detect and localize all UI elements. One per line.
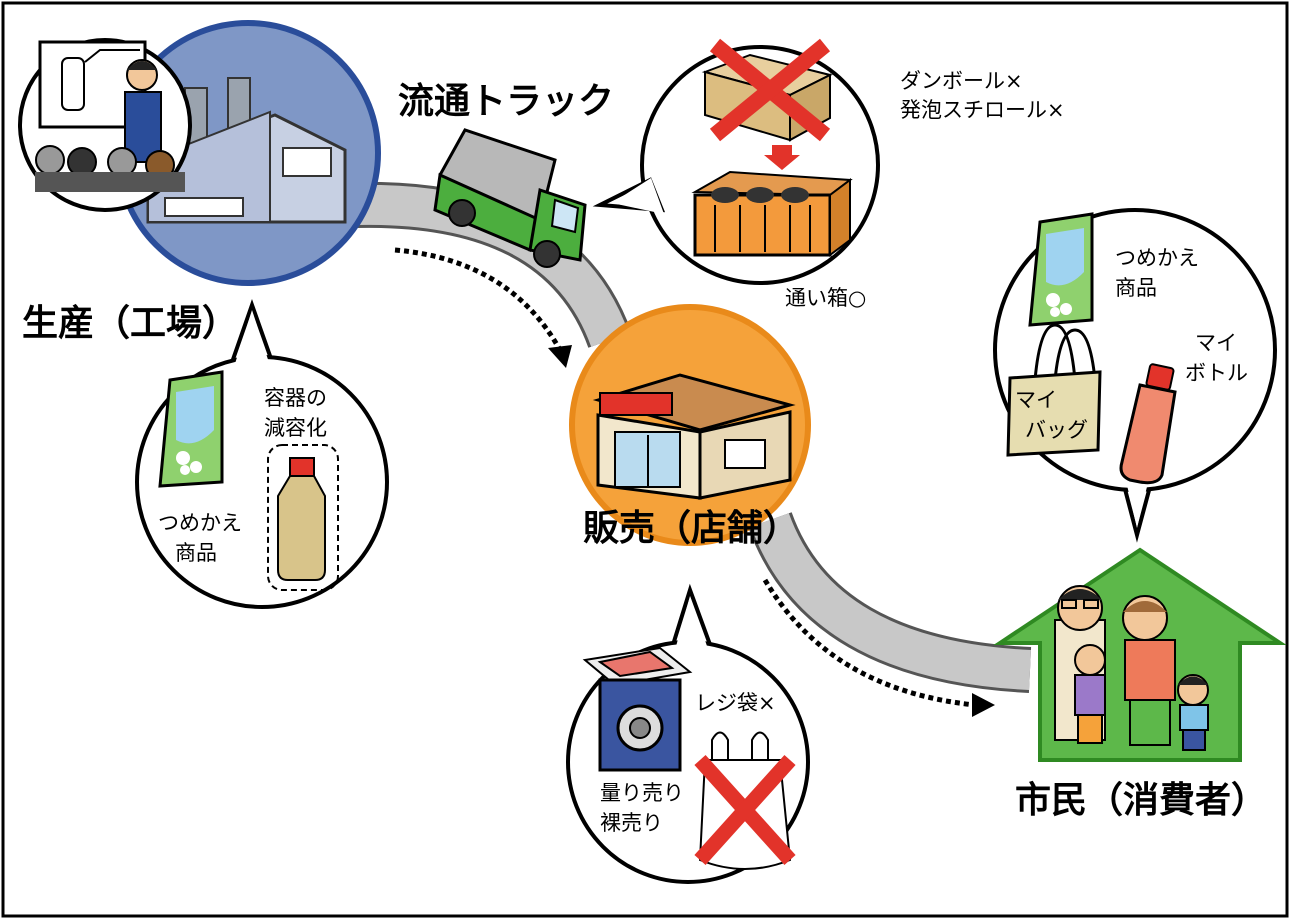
bulk-sale-label: 量り売り 裸売り <box>600 781 691 835</box>
tote-bag-icon <box>1006 323 1102 457</box>
plastic-bag-label: レジ袋× <box>695 691 776 715</box>
presentation-scene <box>18 38 192 212</box>
store-label: 販売（店舗） <box>583 508 799 549</box>
citizen-refill-label: つめかえ 商品 <box>1115 246 1206 300</box>
production-bubble: つめかえ 商品 容器の 減容化 <box>135 298 389 609</box>
compact-bottle-icon <box>267 444 339 591</box>
production-refill-label: つめかえ 商品 <box>158 511 249 565</box>
audience <box>35 145 65 175</box>
scale-icon <box>582 646 693 772</box>
truck-bubble: 通い箱○ <box>592 38 880 310</box>
factory-icon <box>146 77 347 224</box>
down-arrow-icon <box>764 145 800 170</box>
container-reduction-label: 容器の 減容化 <box>264 386 334 440</box>
styrofoam-label: 発泡スチロール× <box>900 98 1065 122</box>
my-bottle-label: マイ ボトル <box>1185 331 1248 385</box>
cross-icon <box>709 38 831 142</box>
factory-node: 生産（工場） <box>18 20 381 344</box>
refill-pack-icon <box>158 370 224 488</box>
arrow-head-to-store <box>548 345 572 368</box>
truck-node: 流通トラック <box>398 81 614 268</box>
family-icon <box>1054 585 1209 751</box>
citizen-label: 市民（消費者） <box>1015 780 1267 821</box>
returnable-crate-icon <box>691 170 853 257</box>
store-icon <box>592 373 796 500</box>
citizen-bubble: つめかえ 商品 マイ バッグ マイ ボトル <box>993 208 1277 543</box>
store-bubble: レジ袋× 量り売り 裸売り <box>566 583 810 884</box>
cardboard-label: ダンボール× <box>900 69 1023 93</box>
my-bag-label: マイ バッグ <box>1015 388 1088 442</box>
returnable-box-label: 通い箱○ <box>785 286 866 310</box>
water-bottle-icon <box>1119 363 1177 485</box>
arrow-head-to-citizen <box>972 693 995 717</box>
cross-icon <box>694 754 796 866</box>
citizen-node: 市民（消費者） <box>993 547 1287 821</box>
flow-arrows <box>394 247 995 717</box>
truck-icon <box>433 128 587 268</box>
truck-label: 流通トラック <box>398 81 614 122</box>
store-node: 販売（店舗） <box>569 304 811 549</box>
refill-pack-icon <box>1028 212 1094 327</box>
production-label: 生産（工場） <box>22 303 238 344</box>
